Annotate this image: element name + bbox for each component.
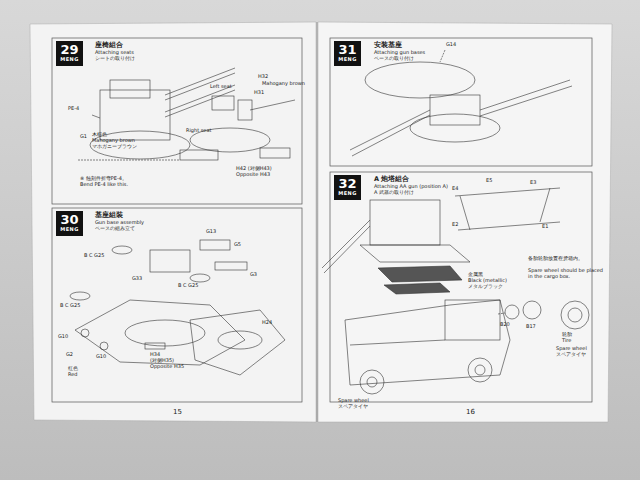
step-number-badge: 29MENG	[56, 41, 83, 66]
part-label: (对侧H35)	[150, 358, 174, 364]
step-number-badge: 31MENG	[334, 41, 361, 66]
part-label: G3	[250, 272, 257, 278]
part-label: Red	[68, 372, 78, 378]
step-number-badge: 30MENG	[56, 211, 83, 236]
part-label: E1	[542, 224, 548, 230]
step-number: 32	[337, 177, 358, 190]
step-number: 30	[59, 213, 80, 226]
part-label: Left seat	[210, 84, 232, 90]
part-label: Tire	[562, 338, 571, 344]
part-label: 金属黑	[468, 272, 483, 278]
part-label: メタルブラック	[468, 284, 503, 290]
part-label: B C G25	[178, 283, 198, 289]
step-title: 基座組裝	[95, 212, 123, 219]
part-label: Right seat	[186, 128, 211, 134]
part-label: 木棕色	[92, 132, 107, 138]
step-number-badge: 32MENG	[334, 175, 361, 200]
part-label: G10	[96, 354, 106, 360]
part-label: Spare wheel	[338, 398, 369, 404]
part-label: A 武器の取り付け	[374, 190, 414, 196]
step-number: 31	[337, 43, 358, 56]
part-label: 轮胎	[562, 332, 572, 338]
part-label: マホガニーブラウン	[92, 144, 137, 150]
part-label: Opposite H43	[236, 172, 270, 178]
brand-mark: MENG	[59, 226, 80, 232]
step-title: A 炮塔組合	[374, 176, 409, 183]
part-label: G13	[206, 229, 216, 235]
part-label: E4	[452, 186, 458, 192]
part-label: G10	[58, 334, 68, 340]
part-label: Black (metallic)	[468, 278, 507, 284]
part-label: G5	[234, 242, 241, 248]
part-label: 红色	[68, 366, 78, 372]
part-label: H34	[150, 352, 160, 358]
part-label: スペアタイヤ	[338, 404, 368, 410]
part-label: B20	[500, 322, 510, 328]
part-label: B C G25	[84, 253, 104, 259]
part-label: Attaching seats	[95, 50, 134, 56]
part-label: E3	[530, 180, 536, 186]
step-title: 座椅組合	[95, 42, 123, 49]
part-label: 备胎轮胎放置在货箱内。	[528, 256, 606, 262]
part-label: Bend PE-4 like this.	[80, 182, 128, 188]
brand-mark: MENG	[337, 190, 358, 196]
part-label: H31	[254, 90, 264, 96]
part-label: H42 (对侧H43)	[236, 166, 272, 172]
part-label: Attaching gun bases	[374, 50, 425, 56]
step-number: 29	[59, 43, 80, 56]
part-label: E2	[452, 222, 458, 228]
part-label: Spare wheel should be placed in the carg…	[528, 268, 606, 280]
part-label: ※ 蝕刻件折弯PE-4。	[80, 176, 127, 182]
part-label: G1	[80, 134, 87, 140]
part-label: H32	[258, 74, 268, 80]
part-label: Mahogany brown	[92, 138, 135, 144]
part-label: Attaching AA gun (position A)	[374, 184, 448, 190]
part-label: Mahogany brown	[262, 81, 305, 87]
part-label: E5	[486, 178, 492, 184]
part-label: スペアタイヤ	[556, 352, 586, 358]
part-label: B17	[526, 324, 536, 330]
step-title: 安装基座	[374, 42, 402, 49]
part-label: Opposite H35	[150, 364, 184, 370]
part-label: PE-4	[68, 106, 79, 112]
part-label: Gun base assembly	[95, 220, 144, 226]
brand-mark: MENG	[59, 56, 80, 62]
part-label: G2	[66, 352, 73, 358]
part-label: G14	[446, 42, 456, 48]
brand-mark: MENG	[337, 56, 358, 62]
page-number: 16	[466, 408, 475, 416]
part-label: ベースの組み立て	[95, 226, 135, 232]
page-number: 15	[173, 408, 182, 416]
part-label: H24	[262, 320, 272, 326]
part-label: B C G25	[60, 303, 80, 309]
part-label: シートの取り付け	[95, 56, 135, 62]
part-label: G33	[132, 276, 142, 282]
part-label: Spare wheel	[556, 346, 587, 352]
part-label: ベースの取り付け	[374, 56, 414, 62]
